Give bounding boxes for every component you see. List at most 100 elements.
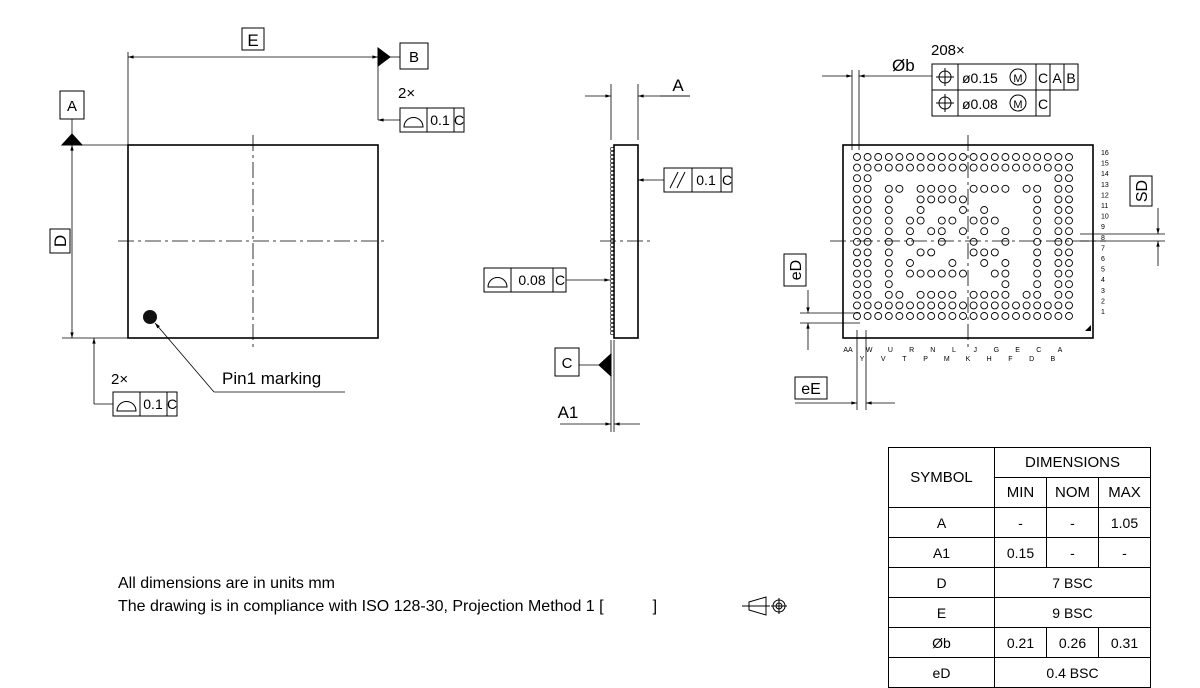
solder-ball (874, 153, 883, 161)
solder-ball (1033, 237, 1042, 246)
solder-ball (959, 153, 967, 161)
side-solder-ball (609, 219, 614, 224)
side-solder-ball (609, 191, 614, 196)
solder-ball (927, 153, 936, 161)
solder-ball (1054, 259, 1063, 267)
row-label: 7 (1101, 245, 1105, 252)
solder-ball (1022, 301, 1031, 310)
side-solder-ball (609, 258, 614, 263)
solder-ball (969, 237, 978, 246)
solder-ball (969, 290, 978, 299)
solder-ball (863, 163, 872, 172)
side-solder-ball (609, 199, 614, 204)
solder-ball (1001, 312, 1010, 320)
solder-ball (990, 163, 999, 172)
solder-ball (980, 312, 989, 320)
pos2-ref-1: C (1038, 96, 1048, 112)
solder-ball (948, 195, 957, 204)
row-label: 14 (1101, 171, 1109, 178)
side-solder-ball (609, 167, 614, 172)
side-body (613, 144, 639, 339)
solder-ball (884, 248, 893, 257)
row-span: 0.4 BSC (994, 657, 1151, 688)
solder-ball (863, 259, 872, 267)
solder-ball (874, 301, 883, 310)
header-min: MIN (994, 477, 1047, 508)
solder-ball (1022, 184, 1031, 193)
solder-ball (1054, 290, 1063, 299)
solder-ball (853, 206, 861, 214)
solder-ball (969, 248, 978, 257)
solder-ball (916, 195, 925, 204)
solder-ball (1065, 312, 1073, 320)
col-label: B (1050, 356, 1055, 363)
solder-ball (1001, 280, 1010, 289)
solder-ball (895, 184, 904, 193)
side-solder-ball (609, 159, 614, 164)
solder-ball (863, 290, 872, 299)
note-compliance-text: The drawing is in compliance with ISO 12… (118, 598, 604, 615)
solder-ball (948, 216, 957, 225)
solder-ball (895, 153, 904, 161)
side-solder-ball (609, 235, 614, 240)
bottom-view (783, 63, 1165, 410)
solder-ball (1065, 206, 1073, 214)
top-view-text: E D A B 2× 0.1 C 2× 0.1 C Pin1 marking (51, 31, 464, 412)
side-solder-ball (609, 211, 614, 216)
solder-ball (916, 269, 925, 278)
pos1-value: ø0.15 (962, 70, 998, 86)
col-label: M (944, 356, 950, 363)
solder-ball (1054, 206, 1063, 214)
side-solder-ball (609, 207, 614, 212)
solder-ball (937, 312, 946, 320)
side-solder-ball (609, 298, 614, 303)
solder-ball (1022, 312, 1031, 320)
table-row: E 9 BSC (888, 597, 1151, 628)
solder-ball (853, 269, 861, 278)
header-nom: NOM (1046, 477, 1099, 508)
solder-ball (990, 312, 999, 320)
solder-ball (1001, 259, 1010, 267)
pin1-dot (143, 310, 157, 324)
solder-ball (1054, 227, 1063, 236)
solder-ball (1033, 248, 1042, 257)
side-solder-ball (609, 251, 614, 256)
solder-ball (853, 216, 861, 225)
row-min: - (994, 507, 1047, 538)
side-solder-ball (609, 147, 614, 152)
solder-ball (980, 227, 989, 236)
solder-ball (937, 195, 946, 204)
side-solder-ball (609, 310, 614, 315)
solder-ball (1065, 269, 1073, 278)
row-label: 15 (1101, 161, 1109, 168)
solder-ball (863, 195, 872, 204)
pos2-value: ø0.08 (962, 96, 998, 112)
header-symbol: SYMBOL (888, 447, 995, 508)
solder-ball (863, 206, 872, 214)
row-span: 7 BSC (994, 567, 1151, 598)
solder-ball (927, 184, 936, 193)
coplanarity-value: 0.08 (518, 272, 545, 288)
solder-ball (895, 163, 904, 172)
solder-ball (863, 280, 872, 289)
solder-ball (853, 301, 861, 310)
solder-ball (927, 163, 936, 172)
col-label: U (888, 347, 893, 354)
solder-ball (884, 163, 893, 172)
solder-ball (937, 153, 946, 161)
col-label: N (930, 347, 935, 354)
flatness-top-ref: C (454, 112, 464, 128)
pin1-label: Pin1 marking (222, 369, 321, 388)
solder-ball (853, 163, 861, 172)
solder-ball (980, 153, 989, 161)
table-row: Øb 0.21 0.26 0.31 (888, 627, 1151, 658)
solder-ball (969, 312, 978, 320)
row-min: 0.21 (994, 627, 1047, 658)
side-solder-ball (609, 278, 614, 283)
solder-ball (1065, 153, 1073, 161)
solder-ball (959, 195, 967, 204)
col-label: V (881, 356, 886, 363)
solder-ball (1065, 248, 1073, 257)
solder-ball (863, 301, 872, 310)
